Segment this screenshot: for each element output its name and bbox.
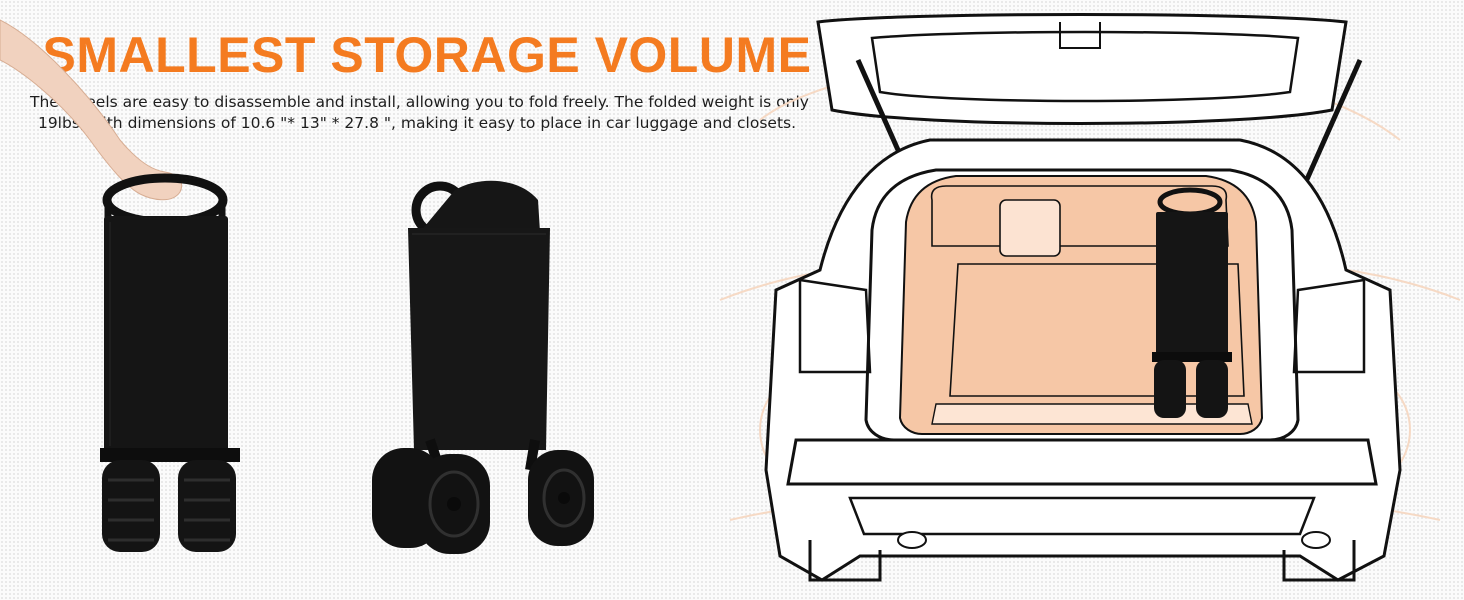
description-line-2: 19lbs, with dimensions of 10.6 "* 13" * … bbox=[37, 114, 797, 132]
folded-wagon-icon bbox=[372, 180, 594, 554]
hand-holding-wagon-icon bbox=[0, 19, 240, 552]
suv-rear-outline-icon bbox=[719, 13, 1461, 582]
description: The wheels are easy to disassemble and i… bbox=[30, 92, 809, 134]
description-line-1: The wheels are easy to disassemble and i… bbox=[30, 93, 809, 111]
headline: SMALLEST STORAGE VOLUME bbox=[42, 27, 812, 83]
